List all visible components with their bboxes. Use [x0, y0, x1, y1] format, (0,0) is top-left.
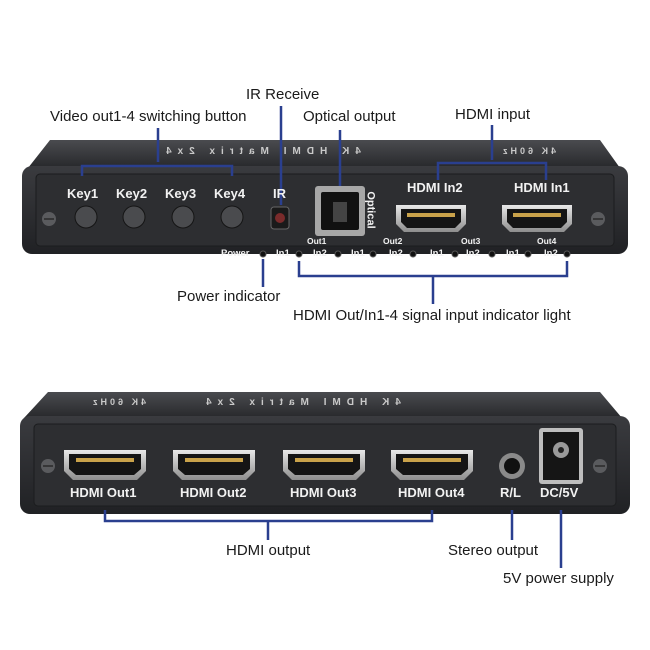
- hdmi-in2-label: HDMI In2: [407, 180, 463, 195]
- bottom-device-lid: [24, 392, 622, 418]
- callout-lines: [80, 106, 569, 568]
- callout-power-indicator: Power indicator: [177, 288, 281, 305]
- key1-label: Key1: [67, 186, 99, 201]
- callout-hdmi-output: HDMI output: [226, 542, 311, 559]
- callout-optical-output: Optical output: [303, 108, 396, 125]
- out1-in1-label: In1: [276, 248, 290, 259]
- bottom-top-strip-text: 4K HDMI Matrix 2x4: [200, 397, 401, 408]
- out2-in2-label: In2: [389, 248, 403, 259]
- out4-in2-label: In2: [544, 248, 558, 259]
- out3-label: Out3: [461, 236, 481, 246]
- bottom-top-strip-right-text: 4K 60Hz: [90, 397, 147, 407]
- top-device-lid: [28, 140, 620, 168]
- hdmi-port-icon: [173, 450, 255, 480]
- hdmi-out1-label: HDMI Out1: [70, 485, 137, 500]
- top-strip-right-text: 4K 60Hz: [500, 146, 557, 156]
- hdmi-port-icon: [396, 205, 466, 232]
- power-led: [259, 250, 267, 258]
- out2-label: Out2: [383, 236, 403, 246]
- audio-jack-icon: [499, 453, 525, 479]
- dc-label: DC/5V: [540, 485, 579, 500]
- hdmi-port-icon: [64, 450, 146, 480]
- out3-in1-label: In1: [430, 248, 444, 259]
- dc-jack-icon: [539, 428, 583, 484]
- out3-in2-label: In2: [466, 248, 480, 259]
- callout-hdmi-input: HDMI input: [455, 106, 531, 123]
- callout-power-supply: 5V power supply: [503, 570, 614, 587]
- rl-label: R/L: [500, 485, 521, 500]
- power-label: Power: [221, 248, 250, 259]
- out4-in1-label: In1: [506, 248, 520, 259]
- hdmi-out4-label: HDMI Out4: [398, 485, 465, 500]
- callout-ir-receive: IR Receive: [246, 86, 320, 103]
- key3-button[interactable]: [171, 205, 195, 229]
- screw-icon: [593, 459, 607, 473]
- out4-label: Out4: [537, 236, 557, 246]
- key4-label: Key4: [214, 186, 246, 201]
- key4-button[interactable]: [220, 205, 244, 229]
- hdmi-in1-label: HDMI In1: [514, 180, 570, 195]
- key2-button[interactable]: [122, 205, 146, 229]
- key3-label: Key3: [165, 186, 197, 201]
- callout-signal-indicator: HDMI Out/In1-4 signal input indicator li…: [293, 307, 571, 324]
- ir-label: IR: [273, 186, 286, 201]
- hdmi-out3-label: HDMI Out3: [290, 485, 357, 500]
- out1-label: Out1: [307, 236, 327, 246]
- top-device: [22, 140, 628, 258]
- screw-icon: [41, 459, 55, 473]
- top-strip-text: 4K HDMI Matrix 2x4: [160, 146, 361, 157]
- hdmi-out2-label: HDMI Out2: [180, 485, 247, 500]
- key2-label: Key2: [116, 186, 148, 201]
- hdmi-port-icon: [283, 450, 365, 480]
- ir-receiver-icon: [270, 206, 290, 230]
- callout-stereo-output: Stereo output: [448, 542, 539, 559]
- hdmi-port-icon: [391, 450, 473, 480]
- key1-button[interactable]: [74, 205, 98, 229]
- callout-video-switch: Video out1-4 switching button: [50, 108, 247, 125]
- bottom-device: [20, 392, 630, 514]
- hdmi-port-icon: [502, 205, 572, 232]
- optical-port-icon: [315, 186, 365, 236]
- screw-icon: [42, 212, 56, 226]
- out2-in1-label: In1: [351, 248, 365, 259]
- optical-label: Optical: [364, 191, 377, 229]
- out1-in2-label: In2: [313, 248, 327, 259]
- screw-icon: [591, 212, 605, 226]
- led-indicators: [259, 250, 571, 258]
